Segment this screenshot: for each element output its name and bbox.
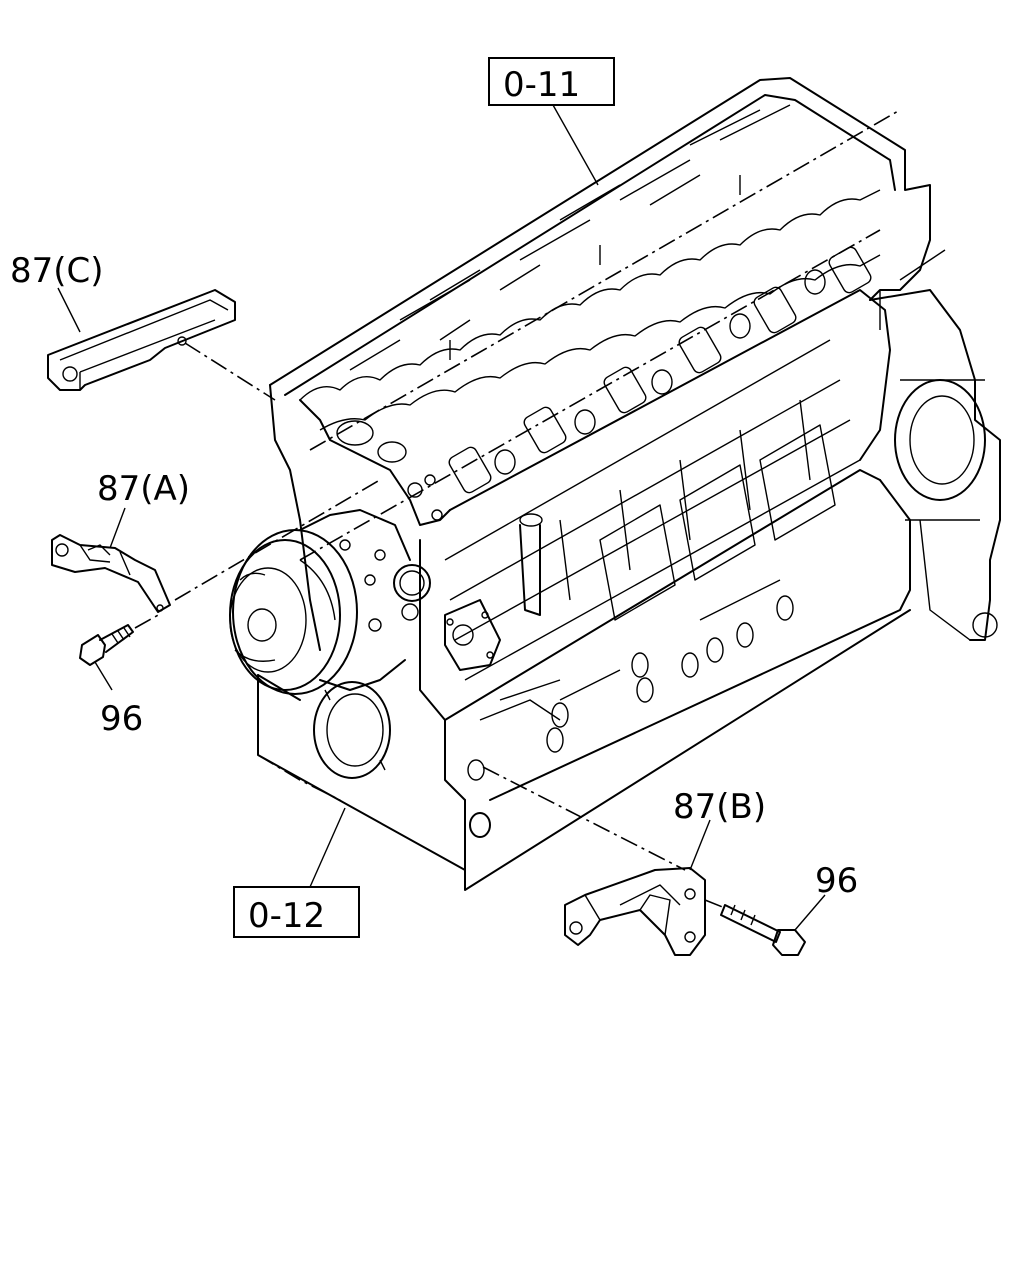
part-label-96-left: 96 (100, 699, 143, 739)
flange-bolt-drawing-left (79, 624, 134, 666)
bracket-c-drawing (47, 289, 236, 391)
part-label-87a: 87(A) (97, 469, 190, 509)
ref-label-bottom: 0-12 (248, 896, 325, 936)
leader-0-11 (552, 104, 599, 186)
part-label-87b: 87(B) (673, 787, 766, 827)
ref-box-0-12 (233, 886, 360, 938)
leader-0-12 (309, 807, 346, 888)
leader-87a (174, 480, 379, 601)
part-label-96-right: 96 (815, 861, 858, 901)
leader-87c-label (57, 287, 81, 333)
leader-96-right (794, 894, 826, 931)
part-label-87c: 87(C) (10, 251, 104, 291)
leader-bolt-left-axis (134, 613, 161, 629)
bracket-b-drawing (564, 867, 706, 956)
leader-bolt-right-axis (704, 899, 726, 909)
leader-87b-label (689, 819, 711, 871)
ref-box-0-11 (488, 57, 615, 106)
leader-87a-label (109, 507, 126, 549)
leader-96-left (94, 661, 113, 691)
ref-label-top: 0-11 (503, 65, 580, 105)
bracket-a-drawing (51, 534, 171, 613)
engine-block-drawing (229, 77, 1001, 891)
leader-87c (184, 342, 276, 401)
leader-87b (482, 766, 686, 871)
flange-bolt-drawing-right (720, 904, 806, 956)
